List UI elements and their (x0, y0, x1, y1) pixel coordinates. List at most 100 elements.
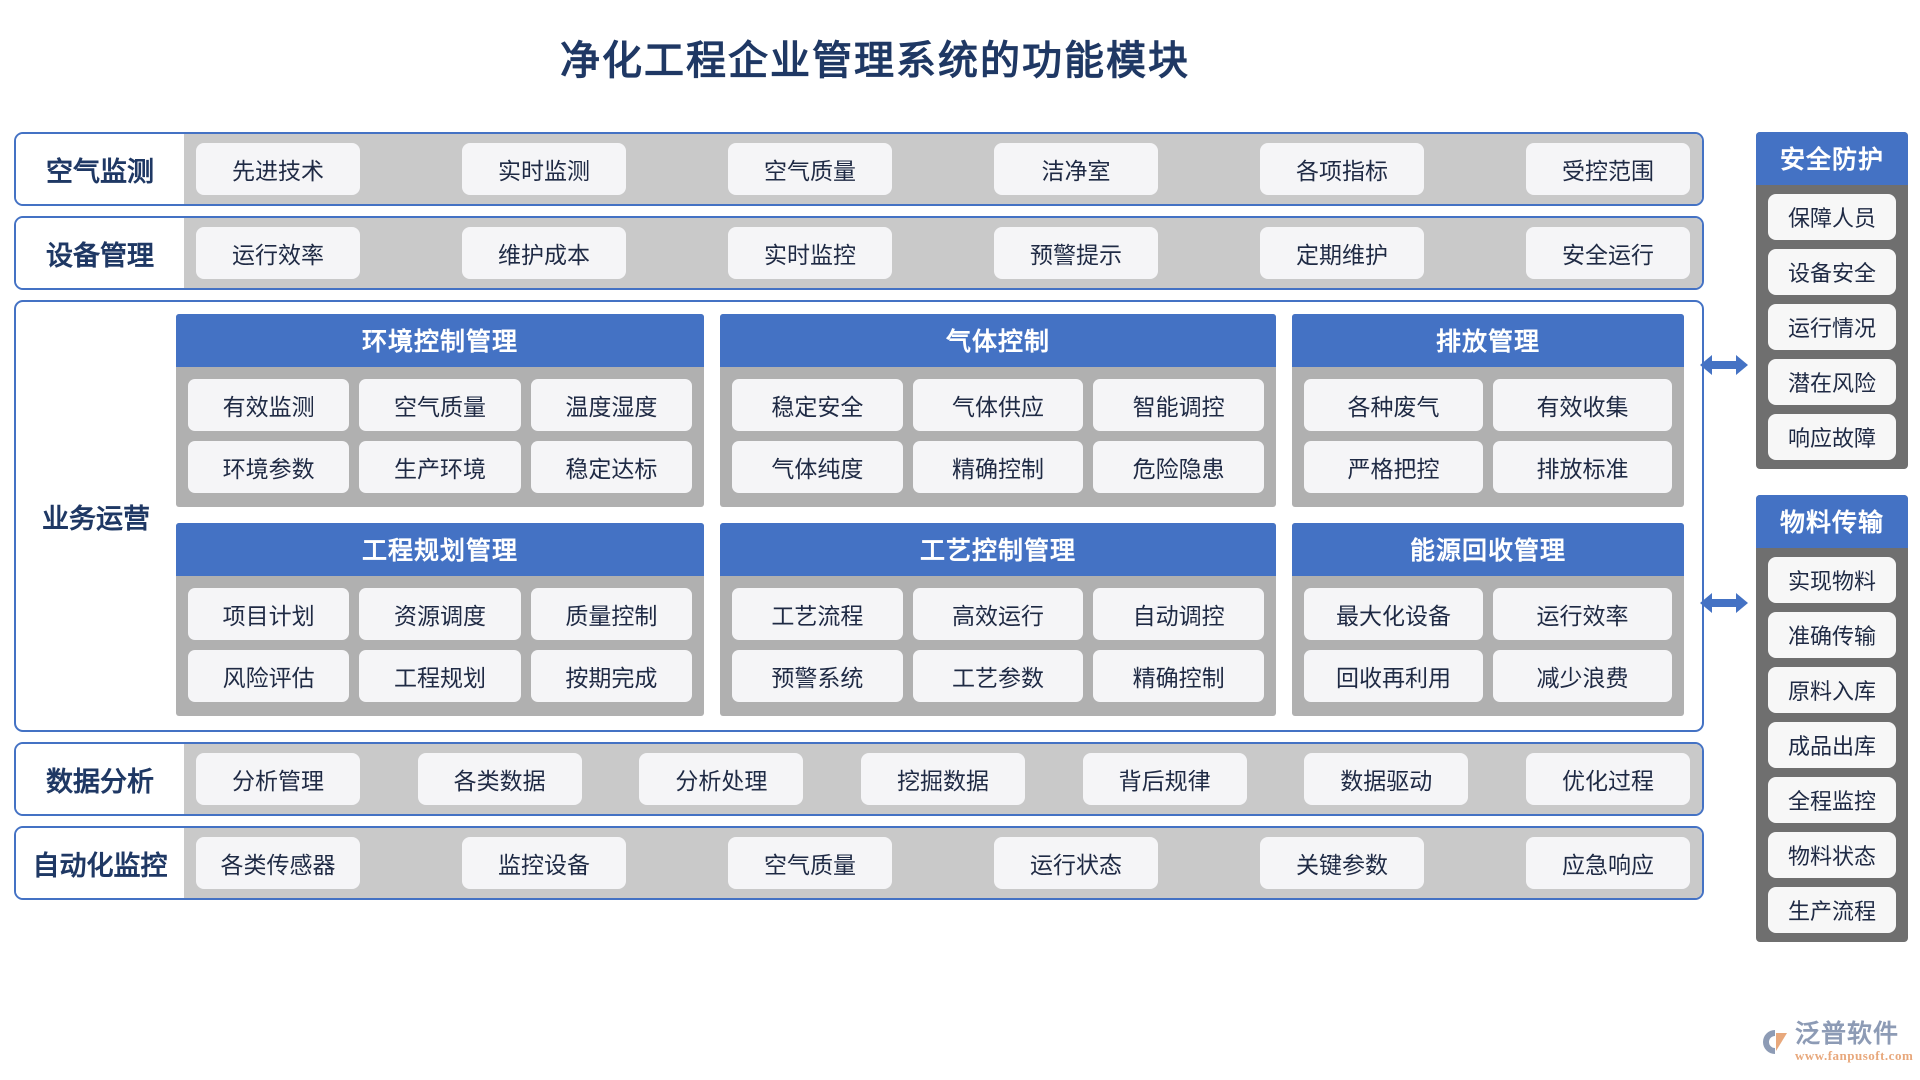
chip-auto-5[interactable]: 应急响应 (1526, 837, 1690, 889)
side-item-material-3[interactable]: 成品出库 (1768, 722, 1896, 768)
chip-air-3[interactable]: 洁净室 (994, 143, 1158, 195)
mcell-plan-2[interactable]: 质量控制 (530, 588, 692, 640)
double-arrow-icon-bottom (1700, 590, 1748, 616)
company-logo: 泛普软件 www.fanpusoft.com (1760, 1022, 1913, 1062)
chip-auto-2[interactable]: 空气质量 (728, 837, 892, 889)
side-item-safety-3[interactable]: 潜在风险 (1768, 359, 1896, 405)
module-grid-gas-control: 稳定安全 气体供应 智能调控 气体纯度 精确控制 危险隐患 (720, 367, 1276, 507)
mcell-env-2[interactable]: 温度湿度 (530, 379, 692, 431)
chip-equip-1[interactable]: 维护成本 (462, 227, 626, 279)
right-sidebar: 安全防护 保障人员 设备安全 运行情况 潜在风险 响应故障 物料传输 实现物料 … (1756, 132, 1908, 942)
band-air-monitoring: 空气监测 先进技术 实时监测 空气质量 洁净室 各项指标 受控范围 (14, 132, 1704, 206)
module-gas-control: 气体控制 稳定安全 气体供应 智能调控 气体纯度 精确控制 危险隐患 (720, 314, 1276, 507)
chip-auto-0[interactable]: 各类传感器 (196, 837, 360, 889)
mcell-plan-4[interactable]: 工程规划 (359, 650, 521, 702)
side-item-material-6[interactable]: 生产流程 (1768, 887, 1896, 933)
side-item-safety-1[interactable]: 设备安全 (1768, 249, 1896, 295)
chip-air-0[interactable]: 先进技术 (196, 143, 360, 195)
double-arrow-icon-top (1700, 352, 1748, 378)
mcell-plan-3[interactable]: 风险评估 (188, 650, 350, 702)
mcell-plan-0[interactable]: 项目计划 (188, 588, 350, 640)
side-item-material-1[interactable]: 准确传输 (1768, 612, 1896, 658)
mcell-proc-0[interactable]: 工艺流程 (732, 588, 903, 640)
operations-row-1: 环境控制管理 有效监测 空气质量 温度湿度 环境参数 生产环境 稳定达标 气体控… (176, 314, 1688, 507)
module-grid-energy-recovery: 最大化设备 运行效率 回收再利用 减少浪费 (1292, 576, 1684, 716)
chip-auto-4[interactable]: 关键参数 (1260, 837, 1424, 889)
mcell-env-1[interactable]: 空气质量 (359, 379, 521, 431)
chip-auto-1[interactable]: 监控设备 (462, 837, 626, 889)
mcell-gas-1[interactable]: 气体供应 (912, 379, 1084, 431)
chip-auto-3[interactable]: 运行状态 (994, 837, 1158, 889)
chip-air-4[interactable]: 各项指标 (1260, 143, 1424, 195)
band-body-air-monitoring: 先进技术 实时监测 空气质量 洁净室 各项指标 受控范围 (184, 134, 1702, 204)
mcell-proc-4[interactable]: 工艺参数 (912, 650, 1084, 702)
side-item-material-4[interactable]: 全程监控 (1768, 777, 1896, 823)
chip-data-2[interactable]: 分析处理 (639, 753, 804, 805)
main-column: 空气监测 先进技术 实时监测 空气质量 洁净室 各项指标 受控范围 设备管理 运… (14, 132, 1704, 910)
chip-equip-2[interactable]: 实时监控 (728, 227, 892, 279)
mcell-gas-3[interactable]: 气体纯度 (732, 441, 903, 493)
module-grid-process-control: 工艺流程 高效运行 自动调控 预警系统 工艺参数 精确控制 (720, 576, 1276, 716)
band-data-analysis: 数据分析 分析管理 各类数据 分析处理 挖掘数据 背后规律 数据驱动 优化过程 (14, 742, 1704, 816)
band-label-automation-monitoring: 自动化监控 (16, 828, 184, 898)
side-item-material-0[interactable]: 实现物料 (1768, 557, 1896, 603)
band-equipment-management: 设备管理 运行效率 维护成本 实时监控 预警提示 定期维护 安全运行 (14, 216, 1704, 290)
chip-data-6[interactable]: 优化过程 (1525, 753, 1690, 805)
mcell-proc-3[interactable]: 预警系统 (732, 650, 903, 702)
chip-data-1[interactable]: 各类数据 (417, 753, 582, 805)
logo-text-block: 泛普软件 www.fanpusoft.com (1795, 1022, 1913, 1062)
page-title: 净化工程企业管理系统的功能模块 (560, 38, 1190, 83)
side-panel-title-safety-protection: 安全防护 (1756, 132, 1908, 185)
fanpu-logo-icon (1760, 1027, 1790, 1057)
mcell-gas-4[interactable]: 精确控制 (912, 441, 1084, 493)
chip-air-5[interactable]: 受控范围 (1526, 143, 1690, 195)
chip-equip-4[interactable]: 定期维护 (1260, 227, 1424, 279)
chip-equip-5[interactable]: 安全运行 (1526, 227, 1690, 279)
module-grid-project-planning: 项目计划 资源调度 质量控制 风险评估 工程规划 按期完成 (176, 576, 704, 716)
module-energy-recovery: 能源回收管理 最大化设备 运行效率 回收再利用 减少浪费 (1292, 523, 1684, 716)
chip-equip-3[interactable]: 预警提示 (994, 227, 1158, 279)
mcell-env-4[interactable]: 生产环境 (359, 441, 521, 493)
mcell-emit-0[interactable]: 各种废气 (1304, 379, 1483, 431)
chip-air-2[interactable]: 空气质量 (728, 143, 892, 195)
mcell-emit-2[interactable]: 严格把控 (1304, 441, 1483, 493)
mcell-env-0[interactable]: 有效监测 (188, 379, 350, 431)
mcell-energy-1[interactable]: 运行效率 (1493, 588, 1672, 640)
band-business-operations: 业务运营 环境控制管理 有效监测 空气质量 温度湿度 环境参数 生产环境 稳定达… (14, 300, 1704, 732)
side-item-safety-2[interactable]: 运行情况 (1768, 304, 1896, 350)
chip-data-0[interactable]: 分析管理 (196, 753, 360, 805)
chip-data-4[interactable]: 背后规律 (1082, 753, 1247, 805)
side-item-safety-0[interactable]: 保障人员 (1768, 194, 1896, 240)
band-label-business-operations: 业务运营 (42, 503, 150, 534)
band-label-air-monitoring: 空气监测 (16, 134, 184, 204)
band-body-equipment-management: 运行效率 维护成本 实时监控 预警提示 定期维护 安全运行 (184, 218, 1702, 288)
chip-equip-0[interactable]: 运行效率 (196, 227, 360, 279)
side-item-material-5[interactable]: 物料状态 (1768, 832, 1896, 878)
mcell-proc-1[interactable]: 高效运行 (912, 588, 1084, 640)
module-wrap-energy-recovery: 能源回收管理 最大化设备 运行效率 回收再利用 减少浪费 (1292, 523, 1684, 716)
module-title-gas-control: 气体控制 (720, 314, 1276, 367)
chip-data-5[interactable]: 数据驱动 (1304, 753, 1469, 805)
side-item-material-2[interactable]: 原料入库 (1768, 667, 1896, 713)
mcell-plan-5[interactable]: 按期完成 (530, 650, 692, 702)
mcell-gas-2[interactable]: 智能调控 (1093, 379, 1264, 431)
mcell-emit-3[interactable]: 排放标准 (1493, 441, 1672, 493)
mcell-energy-3[interactable]: 减少浪费 (1493, 650, 1672, 702)
mcell-gas-0[interactable]: 稳定安全 (732, 379, 903, 431)
mcell-env-3[interactable]: 环境参数 (188, 441, 350, 493)
mcell-proc-5[interactable]: 精确控制 (1093, 650, 1264, 702)
chip-air-1[interactable]: 实时监测 (462, 143, 626, 195)
mcell-emit-1[interactable]: 有效收集 (1493, 379, 1672, 431)
module-title-process-control: 工艺控制管理 (720, 523, 1276, 576)
mcell-plan-1[interactable]: 资源调度 (359, 588, 521, 640)
mcell-energy-2[interactable]: 回收再利用 (1304, 650, 1483, 702)
mcell-env-5[interactable]: 稳定达标 (530, 441, 692, 493)
mcell-proc-2[interactable]: 自动调控 (1093, 588, 1264, 640)
chip-data-3[interactable]: 挖掘数据 (860, 753, 1025, 805)
module-title-environment-control: 环境控制管理 (176, 314, 704, 367)
band-label-data-analysis: 数据分析 (16, 744, 184, 814)
mcell-energy-0[interactable]: 最大化设备 (1304, 588, 1483, 640)
mcell-gas-5[interactable]: 危险隐患 (1093, 441, 1264, 493)
side-item-safety-4[interactable]: 响应故障 (1768, 414, 1896, 460)
module-environment-control: 环境控制管理 有效监测 空气质量 温度湿度 环境参数 生产环境 稳定达标 (176, 314, 704, 507)
